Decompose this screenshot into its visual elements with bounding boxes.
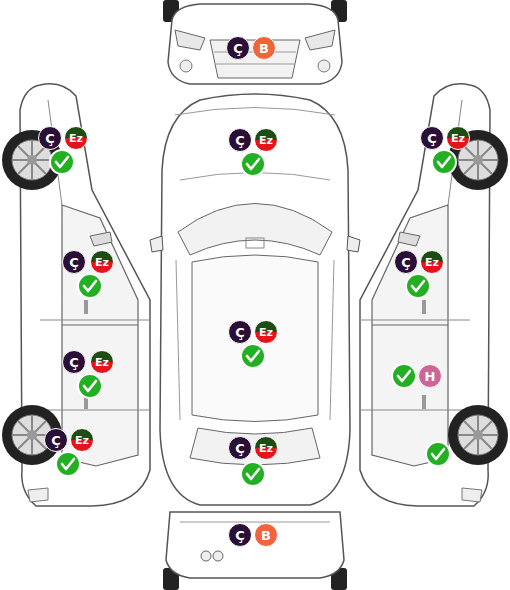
status-badge: Ç: [62, 350, 86, 374]
badge-letter: Ç: [427, 132, 437, 145]
status-badge: Ez: [420, 250, 444, 274]
status-badge: Ç: [38, 126, 62, 150]
badge-letter: Ez: [259, 327, 273, 338]
badge-letter: H: [425, 370, 436, 383]
status-badge: Ç: [226, 36, 250, 60]
status-badge: Ç: [228, 320, 252, 344]
status-badge: Ez: [70, 428, 94, 452]
badge-letter: B: [259, 42, 269, 55]
status-badge: Ez: [90, 250, 114, 274]
status-badge: Ez: [64, 126, 88, 150]
status-badge: Ez: [254, 128, 278, 152]
status-badge: Ç: [44, 428, 68, 452]
badge-letter: Ez: [425, 257, 439, 268]
badge-letter: B: [261, 529, 271, 542]
badge-letter: Ez: [259, 135, 273, 146]
badge-letter: Ç: [69, 356, 79, 369]
status-badge: Ç: [228, 436, 252, 460]
badge-letter: Ç: [233, 42, 243, 55]
badge-letter: Ez: [95, 257, 109, 268]
status-badge: Ez: [446, 126, 470, 150]
badge-letter: Ez: [451, 133, 465, 144]
badge-letter: Ç: [51, 434, 61, 447]
status-badge: Ez: [90, 350, 114, 374]
badge-letter: Ez: [95, 357, 109, 368]
status-badge: Ez: [254, 436, 278, 460]
status-badge: B: [252, 36, 276, 60]
badge-letter: Ç: [235, 529, 245, 542]
badge-letter: Ç: [235, 134, 245, 147]
status-badge: B: [254, 523, 278, 547]
badge-letter: Ez: [259, 443, 273, 454]
status-badge: Ç: [394, 250, 418, 274]
badge-letter: Ç: [401, 256, 411, 269]
status-badge: Ç: [228, 128, 252, 152]
badge-letter: Ç: [69, 256, 79, 269]
badge-letter: Ez: [69, 133, 83, 144]
badge-letter: Ç: [235, 442, 245, 455]
badge-letter: Ç: [235, 326, 245, 339]
status-badge: Ç: [228, 523, 252, 547]
status-badge: Ç: [62, 250, 86, 274]
status-badge: H: [418, 364, 442, 388]
badge-letter: Ez: [75, 435, 89, 446]
status-badge: Ç: [420, 126, 444, 150]
badge-letter: Ç: [45, 132, 55, 145]
status-badge: Ez: [254, 320, 278, 344]
